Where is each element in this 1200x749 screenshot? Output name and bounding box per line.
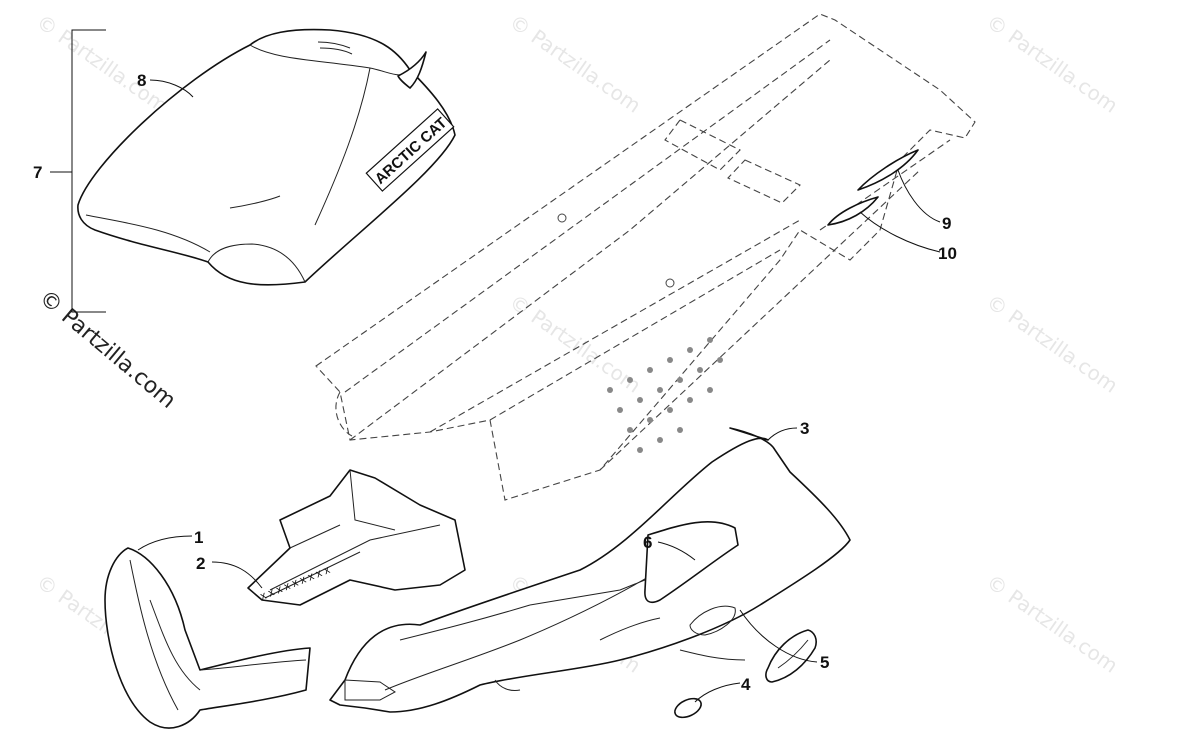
leader-5 bbox=[739, 609, 818, 663]
part-belly-pan bbox=[329, 427, 851, 713]
callout-2[interactable]: 2 bbox=[196, 554, 205, 573]
watermark-top-right: © Partzilla.com bbox=[982, 9, 1122, 117]
tunnel-decal-10 bbox=[827, 196, 879, 226]
leader-3 bbox=[767, 427, 798, 441]
watermark-top-left: © Partzilla.com bbox=[32, 9, 172, 117]
leader-10 bbox=[859, 211, 941, 253]
callout-numbers: 1 2 3 4 5 6 7 8 9 10 bbox=[33, 71, 957, 694]
watermark-mid-center: © Partzilla.com bbox=[505, 289, 645, 397]
leader-2 bbox=[211, 561, 263, 589]
callout-3[interactable]: 3 bbox=[800, 419, 809, 438]
callout-8[interactable]: 8 bbox=[137, 71, 146, 90]
callout-5[interactable]: 5 bbox=[820, 653, 829, 672]
part-plug bbox=[674, 697, 702, 719]
watermark-bottom-right: © Partzilla.com bbox=[982, 569, 1122, 677]
copyright-label: © Partzilla.com bbox=[34, 285, 180, 413]
part-seat: ARCTIC CAT bbox=[77, 28, 456, 286]
leader-8 bbox=[149, 79, 194, 98]
callout-1[interactable]: 1 bbox=[194, 528, 203, 547]
callout-6[interactable]: 6 bbox=[643, 533, 652, 552]
callout-4[interactable]: 4 bbox=[741, 675, 751, 694]
part-tunnel-dashed bbox=[315, 13, 976, 501]
leader-1 bbox=[137, 535, 193, 551]
bracket-7 bbox=[50, 29, 106, 313]
part-bulkhead: x x x x x x x x x bbox=[247, 469, 466, 606]
leader-6 bbox=[657, 541, 696, 561]
tunnel-rivet-field bbox=[607, 337, 723, 453]
callout-9[interactable]: 9 bbox=[942, 214, 951, 233]
part-front-bumper bbox=[104, 547, 311, 729]
leader-lines bbox=[137, 79, 941, 703]
callout-10[interactable]: 10 bbox=[938, 244, 957, 263]
watermark-top-center: © Partzilla.com bbox=[505, 9, 645, 117]
leader-4 bbox=[694, 682, 741, 703]
tunnel-decal-9 bbox=[857, 149, 919, 191]
part-guard bbox=[765, 629, 817, 683]
callout-7[interactable]: 7 bbox=[33, 163, 42, 182]
watermark-mid-right: © Partzilla.com bbox=[982, 289, 1122, 397]
leader-9 bbox=[897, 169, 941, 223]
